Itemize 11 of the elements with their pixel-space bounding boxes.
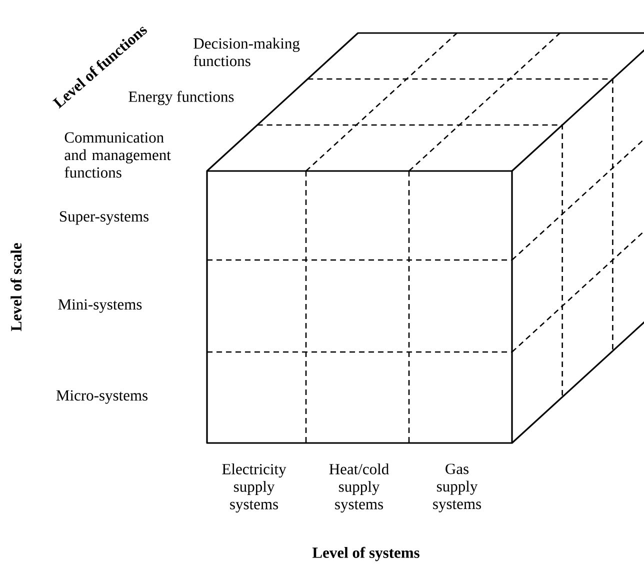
axis-title: Level of scale: [10, 243, 22, 332]
column-label: Gas supply systems: [433, 464, 481, 512]
layer-label: Decision-making functions: [194, 38, 300, 66]
axis-title: Level of systems: [312, 546, 420, 562]
layer-label: Communication and management functions: [64, 132, 171, 178]
layer-label: Energy functions: [128, 90, 234, 106]
column-label: Electricity supply systems: [222, 463, 286, 513]
row-label: Super-systems: [60, 211, 148, 225]
row-label: Mini-systems: [58, 299, 142, 313]
row-label: Micro-systems: [56, 390, 148, 404]
column-label: Heat/cold supply systems: [329, 463, 389, 513]
